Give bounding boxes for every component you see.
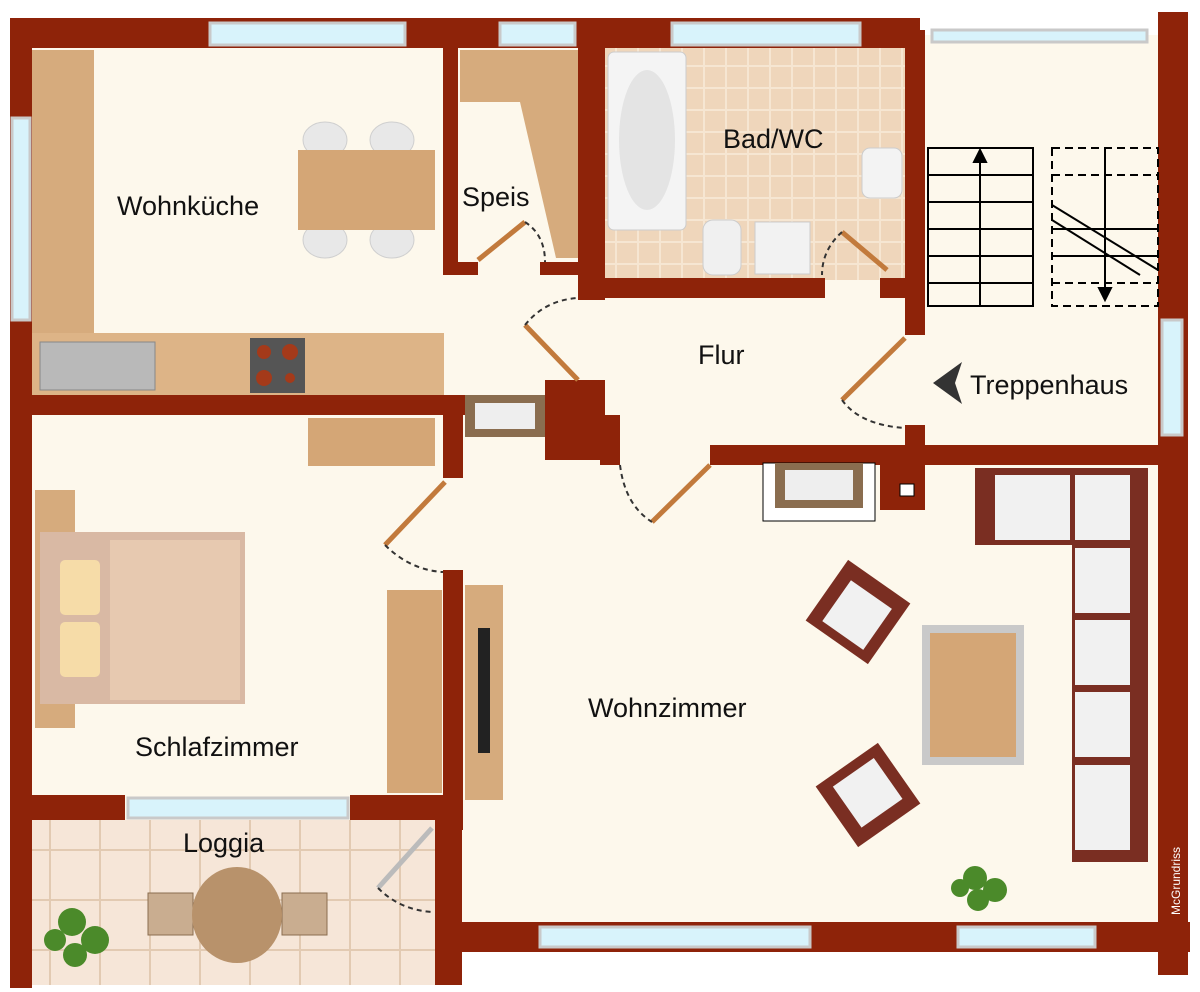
staircase: [927, 147, 1159, 307]
bedroom-furniture: [35, 418, 503, 800]
window: [930, 28, 1149, 44]
vent-window: [498, 21, 577, 47]
watermark: McGrundriss: [1169, 847, 1183, 915]
room-label-bedroom: Schlafzimmer: [135, 732, 299, 762]
pantry-shelf: [460, 50, 578, 258]
room-label-living: Wohnzimmer: [588, 693, 747, 723]
bath-furniture: [607, 51, 903, 276]
window: [208, 21, 407, 47]
armchair: [815, 742, 921, 848]
room-label-bath: Bad/WC: [723, 124, 824, 154]
door-kitchen[interactable]: [523, 323, 580, 382]
room-label-pantry: Speis: [462, 182, 530, 212]
toilet: [702, 219, 742, 276]
door-bath[interactable]: [840, 230, 889, 272]
windows: [10, 21, 1184, 949]
plant: [44, 908, 109, 967]
room-label-stairs: Treppenhaus: [970, 370, 1128, 400]
door-loggia[interactable]: [376, 826, 434, 890]
door-pantry[interactable]: [476, 220, 527, 262]
window: [538, 925, 812, 949]
dining-table: [298, 150, 435, 230]
dresser: [308, 418, 435, 466]
door-swings: [377, 221, 906, 913]
door-apartment[interactable]: [840, 336, 907, 402]
stove: [250, 338, 305, 393]
kitchen-furniture: [32, 50, 578, 395]
window: [126, 796, 350, 820]
stairwell-floor: [920, 35, 1160, 445]
living-furniture: [465, 395, 1148, 911]
sink: [39, 341, 156, 391]
plant: [951, 866, 1007, 911]
pillow: [60, 622, 100, 677]
room-label-hall: Flur: [698, 340, 745, 370]
arrow-left-icon: [933, 362, 962, 404]
bed-cover: [110, 540, 240, 700]
chimney-vent: [899, 483, 915, 497]
window: [956, 925, 1097, 949]
pillow: [60, 560, 100, 615]
loggia-furniture: [44, 867, 328, 967]
bathtub-basin: [619, 70, 675, 210]
window: [1160, 318, 1184, 437]
room-label-kitchen: Wohnküche: [117, 191, 259, 221]
washing-machine: [754, 221, 811, 275]
washbasin: [861, 147, 903, 199]
door-bedroom[interactable]: [383, 480, 447, 547]
doors[interactable]: [376, 220, 907, 890]
wardrobe: [387, 590, 442, 793]
window: [670, 21, 862, 47]
armchair: [805, 559, 911, 665]
tv: [478, 628, 490, 753]
round-table: [192, 867, 282, 963]
door-living[interactable]: [650, 463, 712, 524]
room-label-loggia: Loggia: [183, 828, 265, 858]
window: [10, 116, 32, 322]
